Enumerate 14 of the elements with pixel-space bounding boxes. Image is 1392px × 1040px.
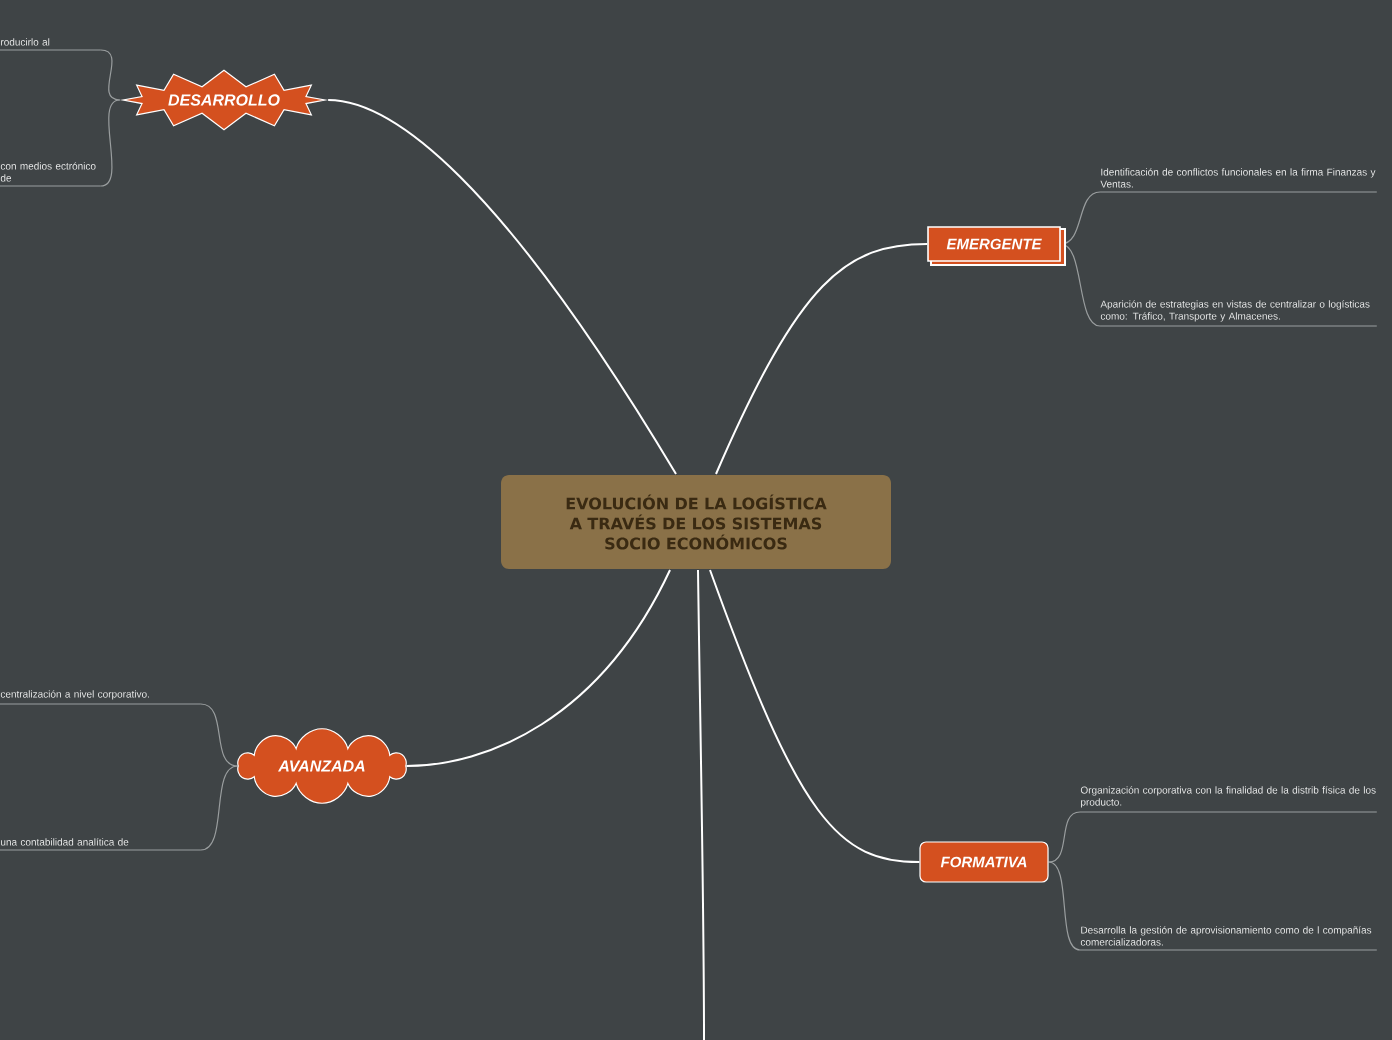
branch-line bbox=[697, 569, 705, 1040]
branch-line bbox=[709, 569, 921, 863]
branch-line bbox=[1048, 811, 1081, 863]
branch-line bbox=[715, 243, 929, 475]
branch-line bbox=[1060, 191, 1101, 245]
branch-line bbox=[200, 703, 239, 767]
branch-line bbox=[200, 765, 239, 851]
branch-line bbox=[405, 569, 671, 767]
branch-line bbox=[100, 49, 121, 101]
branch-line bbox=[100, 99, 121, 187]
central-topic-box: EVOLUCIÓN DE LA LOGÍSTICA A TRAVÉS DE LOS SISTEMAS SOCIO ECONÓMICOS bbox=[501, 475, 891, 569]
branch-line bbox=[1060, 243, 1101, 327]
branch-line bbox=[327, 99, 677, 475]
branch-line bbox=[1048, 861, 1081, 951]
